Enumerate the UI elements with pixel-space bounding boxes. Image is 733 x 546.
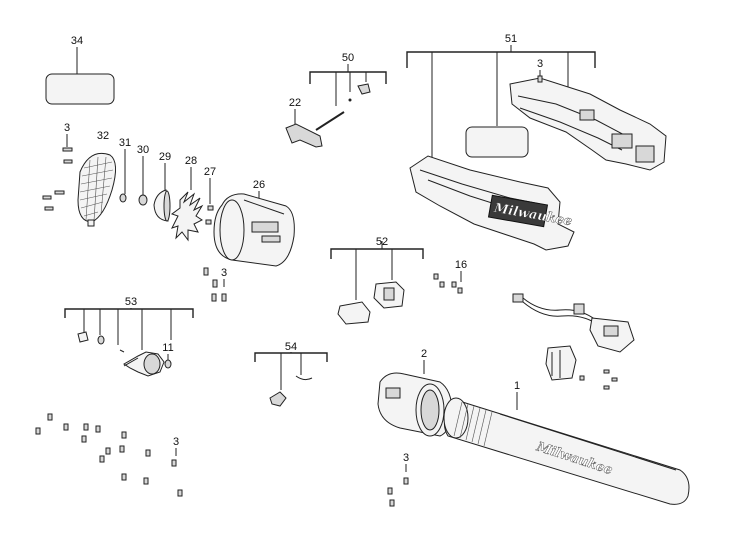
callout-31: 31 [119, 137, 131, 149]
callout-2: 2 [421, 348, 427, 360]
callout-3-bottom-left: 3 [173, 436, 179, 448]
callout-53: 53 [125, 296, 137, 308]
callout-32: 32 [97, 130, 109, 142]
part-30-nut: 30 [137, 144, 149, 206]
callout-29: 29 [159, 151, 171, 163]
part-2-nozzle-ring: 2 [377, 348, 453, 437]
part-3-screw-bottom-left: 3 [35, 413, 183, 497]
callout-1: 1 [514, 380, 520, 392]
callout-51: 51 [505, 33, 517, 45]
callout-3-center-left: 3 [221, 267, 227, 279]
part-32-grille: 32 [77, 130, 116, 227]
part-11-bearing: 11 [162, 342, 174, 369]
callout-26: 26 [253, 179, 265, 191]
callout-22: 22 [289, 97, 301, 109]
callout-3-top-left: 3 [64, 122, 70, 134]
callout-50: 50 [342, 52, 354, 64]
part-3-screw-top-right: 3 [537, 58, 543, 83]
part-50-switch-assembly: 50 [309, 52, 387, 131]
part-52-battery-terminal-set: 52 [330, 236, 424, 325]
callout-3-top-right: 3 [537, 58, 543, 70]
part-3-screw-bottom-center: 3 [387, 452, 409, 507]
callout-54: 54 [285, 341, 297, 353]
callout-34: 34 [71, 35, 83, 47]
part-22-trigger: 22 [285, 97, 323, 148]
part-53-motor-assembly: 53 [64, 296, 194, 377]
part-31-washer: 31 [119, 137, 131, 203]
callout-11: 11 [162, 342, 173, 354]
part-27-screw: 27 [204, 166, 216, 225]
callout-3-bottom-center: 3 [403, 452, 409, 464]
part-1-blower-tube: 1 Milwaukee [443, 380, 690, 505]
part-3-screw-top-left: 3 [42, 122, 73, 211]
callout-28: 28 [185, 155, 197, 167]
part-3-screw-center-left: 3 [203, 267, 227, 302]
part-28-fan: 28 [170, 155, 204, 242]
wiring-harness [512, 293, 635, 390]
part-26-rear-housing: 26 [213, 179, 295, 267]
part-16-screws: 16 [433, 259, 467, 294]
callout-16: 16 [455, 259, 467, 271]
part-34-label-plate: 34 [45, 35, 115, 105]
part-54-fastener-set: 54 [254, 341, 328, 407]
callout-30: 30 [137, 144, 149, 156]
part-29-cone: 29 [153, 151, 171, 222]
part-51-housing-set: 51 Milwaukee [406, 33, 667, 251]
callout-27: 27 [204, 166, 216, 178]
